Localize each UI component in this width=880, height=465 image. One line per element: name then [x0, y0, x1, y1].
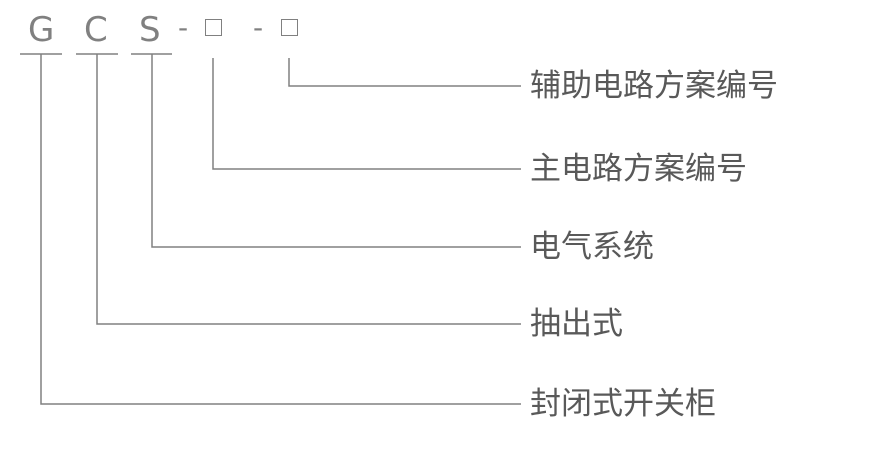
code-dash-1: -	[178, 11, 189, 44]
connector-enclosed-switchgear	[40, 54, 521, 405]
code-letter-g: G	[28, 10, 55, 50]
code-letter-c: C	[84, 10, 108, 50]
connector-main-circuit	[212, 58, 521, 170]
desc-main-circuit-scheme: 主电路方案编号	[530, 151, 747, 187]
code-placeholder-box-aux	[281, 19, 298, 36]
code-letter-s: S	[139, 10, 161, 50]
connector-drawout	[96, 54, 521, 325]
connector-electrical-system	[151, 54, 521, 248]
connector-aux-circuit	[288, 58, 521, 87]
code-dash-2: -	[253, 11, 264, 44]
desc-electrical-system: 电气系统	[530, 229, 654, 265]
desc-aux-circuit-scheme: 辅助电路方案编号	[530, 68, 778, 104]
desc-drawout-type: 抽出式	[530, 306, 623, 342]
code-placeholder-box-main	[205, 19, 222, 36]
desc-enclosed-switchgear: 封闭式开关柜	[530, 386, 716, 422]
